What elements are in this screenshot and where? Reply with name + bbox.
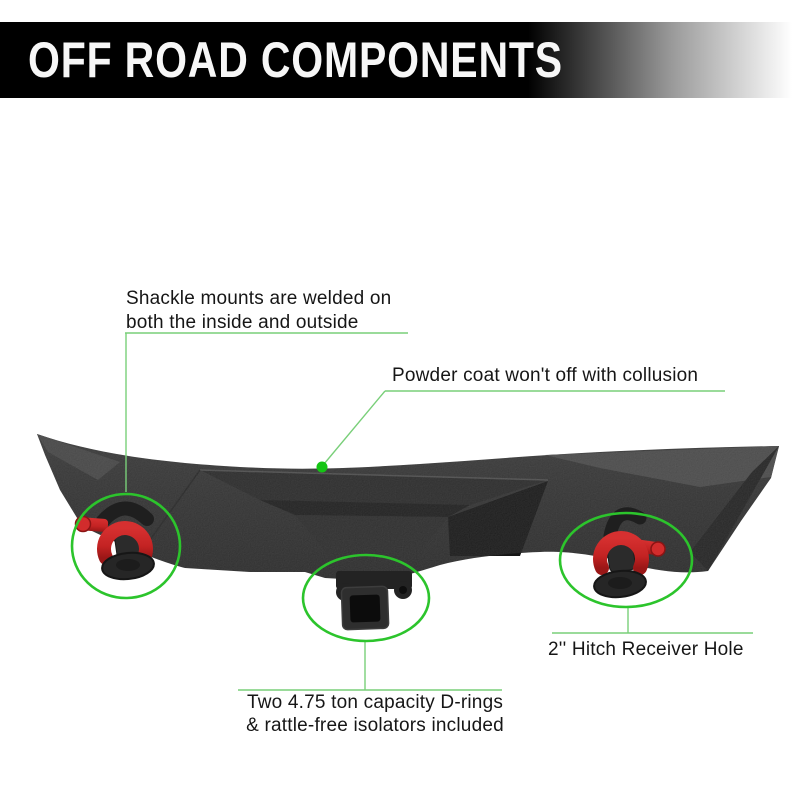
- callout-dring-line1: Two 4.75 ton capacity D-rings: [246, 692, 504, 713]
- hitch-receiver: [336, 571, 412, 631]
- callout-shackle-mounts: Shackle mounts are welded on both the in…: [126, 287, 391, 335]
- callout-powder-line1: Powder coat won't off with collusion: [392, 365, 699, 386]
- hitch-mount-plate: [336, 571, 412, 589]
- annotation-connectors: [125, 332, 753, 691]
- callout-hitch-line1: 2'' Hitch Receiver Hole: [548, 639, 744, 660]
- right-shackle-pin-head: [650, 541, 666, 557]
- callout-dring-line2: & rattle-free isolators included: [246, 715, 504, 736]
- right-isolator-strap: [603, 507, 647, 543]
- page-title: OFF ROAD COMPONENTS: [28, 22, 680, 98]
- annotation-center-ellipse: [301, 553, 431, 643]
- callout-shackle-line1: Shackle mounts are welded on: [126, 288, 392, 309]
- header-banner: [0, 22, 800, 98]
- bumper-body: [37, 434, 779, 580]
- annotation-left-circle: [70, 492, 182, 600]
- left-d-ring-bow: [97, 521, 153, 565]
- right-d-ring-bow: [593, 531, 649, 575]
- left-isolator-strap: [96, 501, 154, 528]
- annotation-right-ellipse: [558, 511, 694, 609]
- left-isolator-disc-center: [116, 559, 140, 571]
- annotation-circles: [70, 492, 694, 643]
- left-d-ring-shackle: [74, 501, 155, 581]
- powder-highlight-dot: [316, 461, 328, 473]
- callout-d-rings: Two 4.75 ton capacity D-rings & rattle-f…: [237, 691, 513, 737]
- callout-shackle-line2: both the inside and outside: [126, 312, 359, 333]
- callout-hitch-receiver: 2'' Hitch Receiver Hole: [548, 638, 744, 662]
- powder-note-connector: [323, 390, 386, 465]
- right-d-ring-shackle: [593, 507, 666, 599]
- page-title-text: OFF ROAD COMPONENTS: [28, 32, 563, 88]
- right-isolator-disc-center: [608, 577, 632, 589]
- hitch-right-ear-hole: [399, 586, 407, 594]
- hitch-tube-opening: [349, 594, 381, 623]
- callout-powder-coat: Powder coat won't off with collusion: [392, 364, 698, 388]
